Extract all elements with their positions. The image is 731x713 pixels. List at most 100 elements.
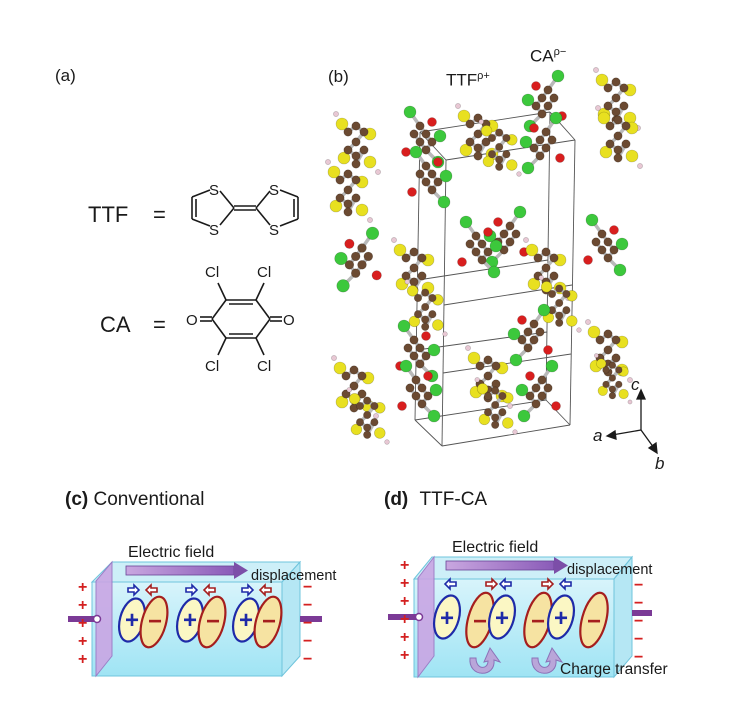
panel-d-label: (d): [384, 489, 409, 510]
sulfur-atom: [393, 243, 407, 257]
panel-d-title-text: TTF-CA: [419, 489, 488, 510]
sulfur-atom: [333, 361, 347, 375]
charge-transfer-label: Charge transfer: [560, 661, 668, 678]
sulfur-atom: [502, 417, 514, 429]
carbon-atom: [427, 185, 437, 195]
carbon-atom: [591, 237, 601, 247]
carbon-atom: [495, 142, 504, 152]
carbon-atom: [562, 306, 571, 315]
carbon-atom: [555, 311, 564, 320]
carbon-atom: [413, 293, 423, 303]
panel-c: (c) Conventional +++++ −−−−− Elec: [0, 480, 360, 710]
carbon-atom: [597, 245, 607, 255]
carbon-atom: [357, 260, 367, 270]
chlorine-atom: [437, 195, 451, 209]
chlorine-atom: [513, 205, 527, 219]
panel-a: (a) TTF = CA = S S S S: [0, 0, 330, 460]
chlorine-atom: [519, 135, 533, 149]
carbon-atom: [483, 355, 493, 365]
carbon-atom: [555, 318, 564, 327]
hydrogen-atom: [367, 217, 373, 223]
axis-a-label: a: [593, 426, 602, 445]
carbon-atom: [547, 135, 557, 145]
sulfur-atom: [363, 155, 377, 169]
plus-charge: +: [400, 647, 409, 664]
sulfur-atom: [595, 73, 609, 87]
hydrogen-atom: [478, 119, 484, 125]
ttf-charge-text: TTF: [446, 70, 478, 90]
carbon-atom: [477, 255, 487, 265]
carbon-atom: [608, 361, 617, 369]
oxygen-atom: [433, 157, 443, 167]
donor-ellipse: [546, 594, 576, 640]
carbon-atom: [421, 302, 430, 312]
carbon-atom: [409, 277, 419, 287]
sulfur-atom: [355, 203, 369, 217]
carbon-atom: [409, 335, 419, 345]
sulfur-atom: [525, 243, 539, 257]
carbon-atom: [423, 391, 433, 401]
hydrogen-atom: [627, 377, 633, 383]
conventional-diagram: +++++ −−−−− Electric field displacement …: [68, 544, 336, 678]
carbon-atom: [415, 137, 425, 147]
ttf-name: TTF: [88, 202, 129, 227]
oxygen-atom: [543, 345, 553, 355]
carbon-atom: [603, 253, 613, 263]
carbon-atom: [608, 385, 617, 393]
carbon-atom: [603, 345, 613, 355]
carbon-atom: [609, 245, 619, 255]
carbon-atom: [483, 371, 493, 381]
carbon-atom: [562, 289, 571, 299]
carbon-atom: [615, 366, 623, 374]
carbon-atom: [417, 253, 427, 263]
displacement-arrow: [558, 577, 572, 591]
oxygen-atom: [551, 401, 561, 411]
acceptor-minus: −: [148, 608, 162, 635]
oxygen-atom: [423, 371, 433, 381]
carbon-atom: [417, 271, 427, 281]
hydrogen-atom: [627, 399, 633, 405]
carbon-atom: [531, 399, 541, 409]
oxygen-atom: [529, 123, 539, 133]
carbon-atom: [498, 408, 507, 417]
carbon-atom: [495, 162, 504, 171]
carbon-atom: [415, 343, 425, 353]
ttf-charge-label: TTFρ+: [446, 70, 490, 91]
carbon-atom: [529, 335, 539, 345]
plus-charge: +: [78, 579, 87, 596]
sulfur-atom: [374, 427, 386, 439]
ttf-s2: S: [209, 222, 219, 239]
carbon-atom: [465, 239, 475, 249]
carbon-atom: [611, 353, 621, 363]
hydrogen-atom: [391, 237, 397, 243]
hydrogen-atom: [333, 111, 339, 117]
minus-charge: −: [634, 595, 643, 612]
carbon-atom: [473, 129, 483, 139]
plus-charge: +: [78, 633, 87, 650]
oxygen-atom: [555, 153, 565, 163]
carbon-atom: [613, 145, 623, 155]
displacement-arrow: [202, 583, 216, 597]
carbon-atom: [359, 145, 369, 155]
sulfur-atom: [335, 395, 349, 409]
ca-equals: =: [153, 312, 166, 337]
ttf-equals: =: [153, 202, 166, 227]
carbon-atom: [483, 391, 493, 401]
c-displacement-label: displacement: [251, 568, 336, 584]
chlorine-atom: [515, 383, 529, 397]
ca-cl3: Cl: [205, 358, 219, 375]
carbon-atom: [517, 335, 527, 345]
oxygen-atom: [517, 315, 527, 325]
carbon-atom: [401, 253, 411, 263]
plus-charge: +: [78, 651, 87, 668]
carbon-atom: [421, 288, 430, 297]
carbon-atom: [421, 129, 431, 139]
hydrogen-atom: [512, 429, 518, 435]
sulfur-atom: [335, 117, 349, 131]
carbon-atom: [555, 284, 564, 293]
sulfur-atom: [476, 383, 489, 395]
acceptor-minus: −: [262, 608, 276, 635]
oxygen-atom: [583, 255, 593, 265]
sulfur-atom: [597, 111, 611, 125]
carbon-atom: [417, 399, 427, 409]
